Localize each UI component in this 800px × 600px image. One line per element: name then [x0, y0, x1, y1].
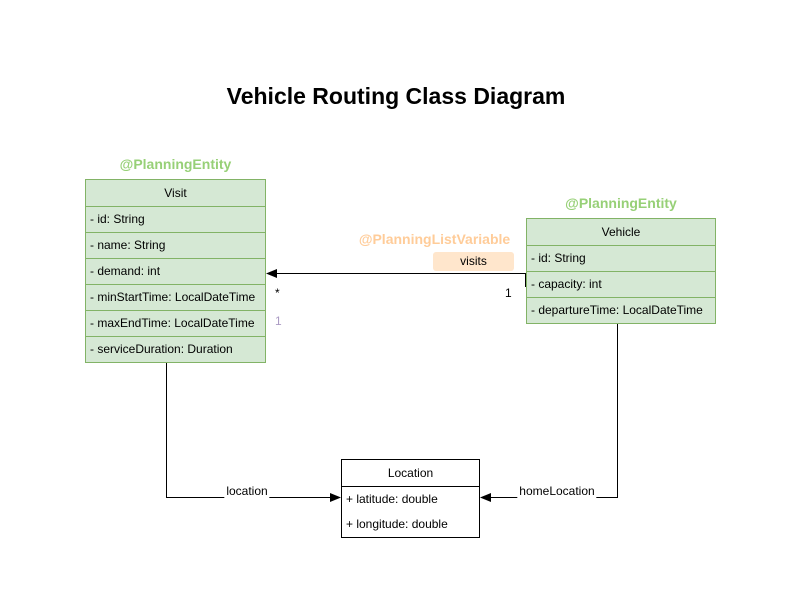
visits-multiplicity-target: * [275, 286, 280, 300]
location-field-latitude: + latitude: double [342, 486, 479, 512]
visits-multiplicity-source: 1 [505, 286, 512, 300]
location-edge-label: location [224, 484, 270, 498]
visit-field-demand: - demand: int [86, 258, 265, 284]
vehicle-planning-entity-annotation: @PlanningEntity [565, 195, 677, 211]
location-field-longitude: + longitude: double [346, 517, 448, 531]
location-arrowhead-icon [330, 493, 341, 502]
visit-field-min-start-time: - minStartTime: LocalDateTime [86, 284, 265, 310]
visit-class-box: Visit - id: String - name: String - dema… [85, 179, 266, 363]
vehicle-class-box: Vehicle - id: String - capacity: int - d… [526, 218, 716, 324]
home-location-edge-line [486, 322, 618, 498]
visit-field-name: - name: String [86, 232, 265, 258]
location-class-name: Location [387, 466, 434, 480]
location-edge-line [166, 362, 336, 498]
diagram-title: Vehicle Routing Class Diagram [226, 83, 566, 109]
vehicle-class-name: Vehicle [601, 225, 641, 239]
visits-edge-line [271, 273, 526, 287]
visit-class-name: Visit [164, 186, 187, 200]
visit-planning-entity-annotation: @PlanningEntity [119, 156, 232, 172]
planning-list-variable-annotation: @PlanningListVariable [358, 231, 511, 247]
home-location-arrowhead-icon [480, 493, 491, 502]
home-location-edge-label: homeLocation [517, 484, 597, 498]
visit-field-max-end-time: - maxEndTime: LocalDateTime [86, 310, 265, 336]
vehicle-field-departure-time: - departureTime: LocalDateTime [527, 297, 715, 323]
visits-arrowhead-icon [266, 269, 277, 278]
visits-edge-label: visits [433, 252, 514, 271]
visit-field-id: - id: String [86, 206, 265, 232]
vehicle-field-id: - id: String [527, 245, 715, 271]
visits-multiplicity-secondary: 1 [275, 314, 282, 328]
location-class-box: Location + latitude: double + longitude:… [341, 459, 480, 538]
visit-field-service-duration: - serviceDuration: Duration [86, 336, 265, 362]
vehicle-field-capacity: - capacity: int [527, 271, 715, 297]
